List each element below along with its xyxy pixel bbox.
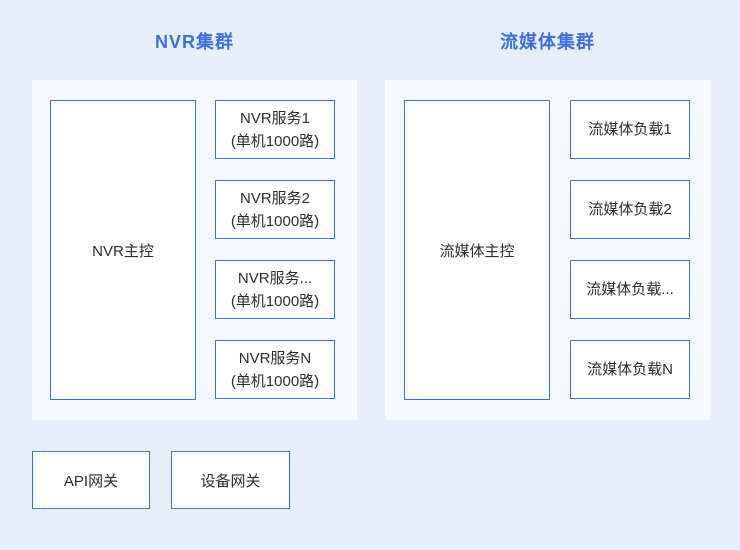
nvr-master-label: NVR主控 xyxy=(92,242,154,260)
media-master-label: 流媒体主控 xyxy=(439,242,515,260)
node-name: 流媒体负载2 xyxy=(588,201,672,218)
media-cluster-title: 流媒体集群 xyxy=(500,32,595,52)
node-capacity: (单机1000路) xyxy=(230,372,320,390)
media-load-box-2: 流媒体负载2 xyxy=(570,180,690,239)
node-name: 流媒体负载1 xyxy=(588,121,672,138)
node-capacity: (单机1000路) xyxy=(230,212,320,230)
device-gateway-label: 设备网关 xyxy=(200,472,261,490)
nvr-cluster-title: NVR集群 xyxy=(154,32,234,52)
nvr-master-box: NVR主控 xyxy=(50,100,196,400)
api-gateway-box: API网关 xyxy=(32,451,150,509)
api-gateway-label: API网关 xyxy=(63,472,119,490)
media-master-box: 流媒体主控 xyxy=(404,100,550,400)
media-load-box-1: 流媒体负载1 xyxy=(570,100,690,159)
node-capacity: (单机1000路) xyxy=(230,292,320,310)
nvr-service-box-1: NVR服务1 (单机1000路) xyxy=(215,100,335,159)
node-name: 流媒体负载... xyxy=(586,281,674,298)
node-name: NVR服务1 xyxy=(239,109,310,127)
device-gateway-box: 设备网关 xyxy=(171,451,290,509)
node-name: NVR服务2 xyxy=(239,189,310,207)
node-name: NVR服务N xyxy=(238,349,312,367)
media-load-box-n: 流媒体负载N xyxy=(570,340,690,399)
media-cluster-panel: 流媒体主控 流媒体负载1 流媒体负载2 流媒体负载... 流媒体负载N xyxy=(385,80,710,420)
nvr-service-box-2: NVR服务2 (单机1000路) xyxy=(215,180,335,239)
nvr-service-box-n: NVR服务N (单机1000路) xyxy=(215,340,335,399)
nvr-service-box-ellipsis: NVR服务... (单机1000路) xyxy=(215,260,335,319)
node-capacity: (单机1000路) xyxy=(230,132,320,150)
node-name: 流媒体负载N xyxy=(587,361,673,378)
node-name: NVR服务... xyxy=(237,269,313,287)
nvr-cluster-panel: NVR主控 NVR服务1 (单机1000路) NVR服务2 (单机1000路) … xyxy=(32,80,357,420)
media-load-box-ellipsis: 流媒体负载... xyxy=(570,260,690,319)
